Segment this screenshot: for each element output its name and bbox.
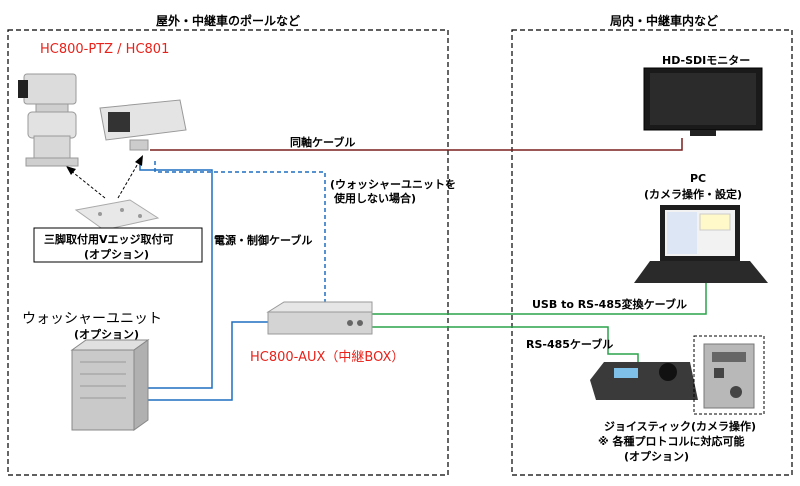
camera-label: HC800-PTZ / HC801 bbox=[40, 42, 170, 57]
aux-label: HC800-AUX（中継BOX） bbox=[250, 350, 405, 365]
washer-label: ウォッシャーユニット bbox=[22, 311, 162, 327]
washer-unit-icon bbox=[70, 339, 150, 431]
joystick-label-3: (オプション) bbox=[624, 450, 690, 463]
washer-note-2: 使用しない場合) bbox=[334, 192, 417, 205]
joystick-label-2: ※ 各種プロトコルに対応可能 bbox=[598, 435, 745, 448]
indoor-zone-border bbox=[511, 29, 793, 476]
bracket-arrow-left bbox=[69, 169, 106, 199]
v-edge-bracket-icon bbox=[74, 199, 160, 231]
camera-washer-cable-line bbox=[139, 158, 213, 389]
direct-control-cable-line bbox=[154, 160, 326, 303]
bracket-label-box bbox=[33, 227, 203, 263]
coax-cable-label: 同軸ケーブル bbox=[290, 136, 356, 149]
bracket-arrowhead-left bbox=[66, 166, 76, 175]
bracket-arrowhead-right bbox=[135, 155, 143, 166]
usb-rs485-cable-line bbox=[370, 283, 707, 315]
control-box-icon bbox=[703, 343, 755, 409]
joystick-icon bbox=[590, 362, 698, 400]
ptz-camera-icon bbox=[18, 73, 79, 167]
joystick-label-1: ジョイスティック(カメラ操作) bbox=[604, 420, 757, 433]
pc-label-2: (カメラ操作・設定) bbox=[644, 188, 743, 201]
outdoor-zone-title: 屋外・中継車のポールなど bbox=[156, 14, 301, 28]
laptop-icon bbox=[634, 205, 768, 283]
control-box-frame bbox=[693, 335, 765, 415]
box-camera-icon bbox=[99, 99, 187, 151]
rs485-cable-line bbox=[370, 326, 639, 362]
washer-option-label: (オプション) bbox=[74, 328, 140, 341]
power-control-cable-label: 電源・制御ケーブル bbox=[214, 234, 313, 247]
washer-aux-cable-line bbox=[145, 321, 268, 401]
coax-cable-line bbox=[150, 138, 683, 151]
bracket-label-1: 三脚取付用Vエッジ取付可 bbox=[44, 233, 174, 246]
usb-rs485-cable-label: USB to RS-485変換ケーブル bbox=[532, 298, 687, 311]
aux-box-icon bbox=[266, 301, 373, 335]
outdoor-zone-border bbox=[7, 29, 449, 476]
pc-label-1: PC bbox=[690, 172, 707, 185]
bracket-label-2: (オプション) bbox=[84, 248, 150, 261]
rs485-cable-label: RS-485ケーブル bbox=[526, 338, 614, 351]
washer-note-1: (ウォッシャーユニットを bbox=[330, 178, 457, 191]
monitor-icon bbox=[643, 67, 763, 136]
indoor-zone-title: 局内・中継車内など bbox=[610, 14, 719, 28]
monitor-label: HD-SDIモニター bbox=[662, 54, 751, 67]
bracket-arrow-right bbox=[117, 159, 141, 199]
